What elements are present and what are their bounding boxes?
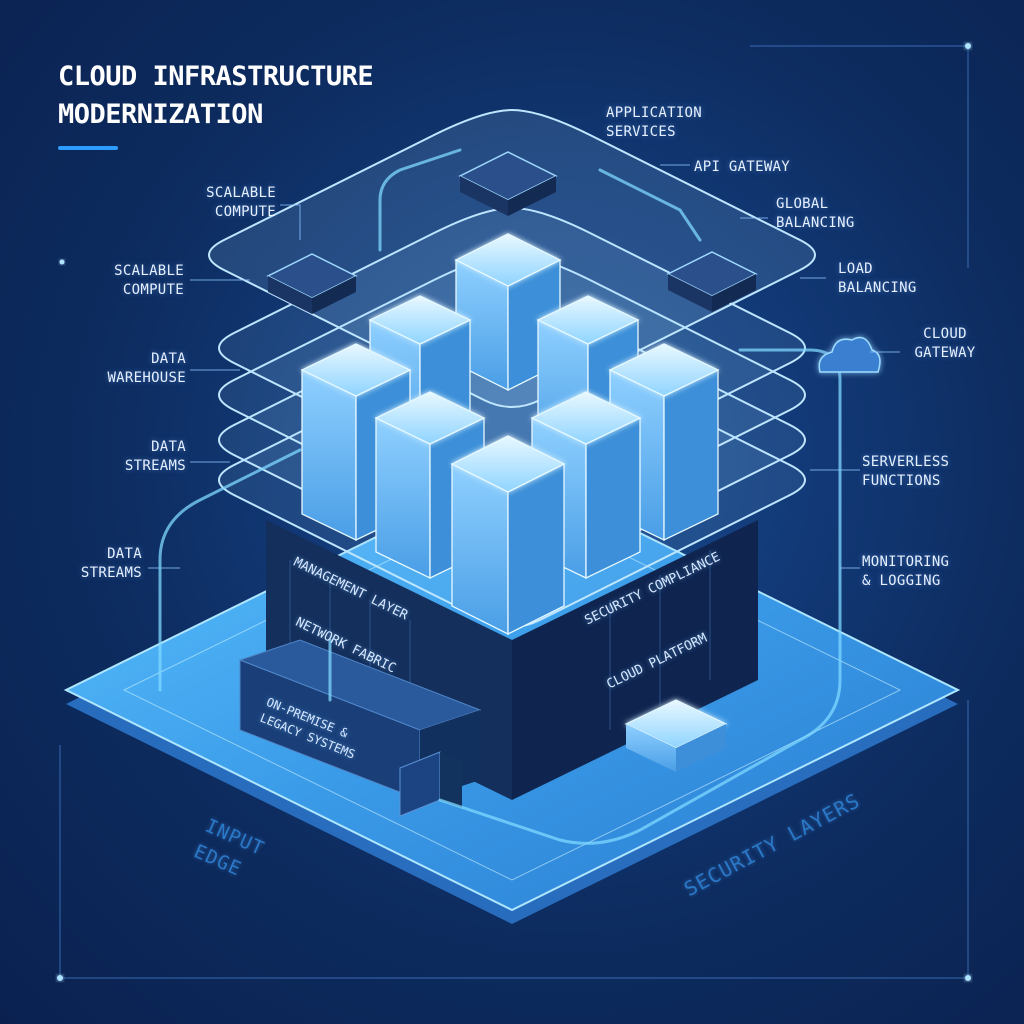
title-underline [58,146,118,150]
label-data-warehouse: DATA WAREHOUSE [107,351,186,386]
cloud-icon [818,336,881,373]
label-cloud-gateway: CLOUD GATEWAY [914,326,976,361]
server-stacks [300,233,720,636]
label-load-balancing: LOAD BALANCING [838,261,917,296]
legacy-systems-box [238,639,482,817]
page-title: CLOUD INFRASTRUCTURE MODERNIZATION [58,61,374,130]
top-modules [266,151,758,314]
label-application-services: APPLICATION SERVICES [606,105,703,140]
edge-node [624,699,728,772]
label-serverless-functions: SERVERLESS FUNCTIONS [862,454,950,489]
label-scalable-compute: SCALABLE COMPUTE [114,263,184,298]
callout-lines [148,164,900,569]
label-global-balancing: GLOBAL BALANCING [776,196,855,231]
frame-sparkles [57,43,971,981]
label-scalable-compute-top: SCALABLE COMPUTE [206,185,276,220]
label-data-streams-lower: DATA STREAMS [80,546,142,581]
label-monitoring-logging: MONITORING & LOGGING [862,554,950,589]
label-api-gateway: API GATEWAY [694,159,791,175]
label-data-streams-upper: DATA STREAMS [124,439,186,474]
